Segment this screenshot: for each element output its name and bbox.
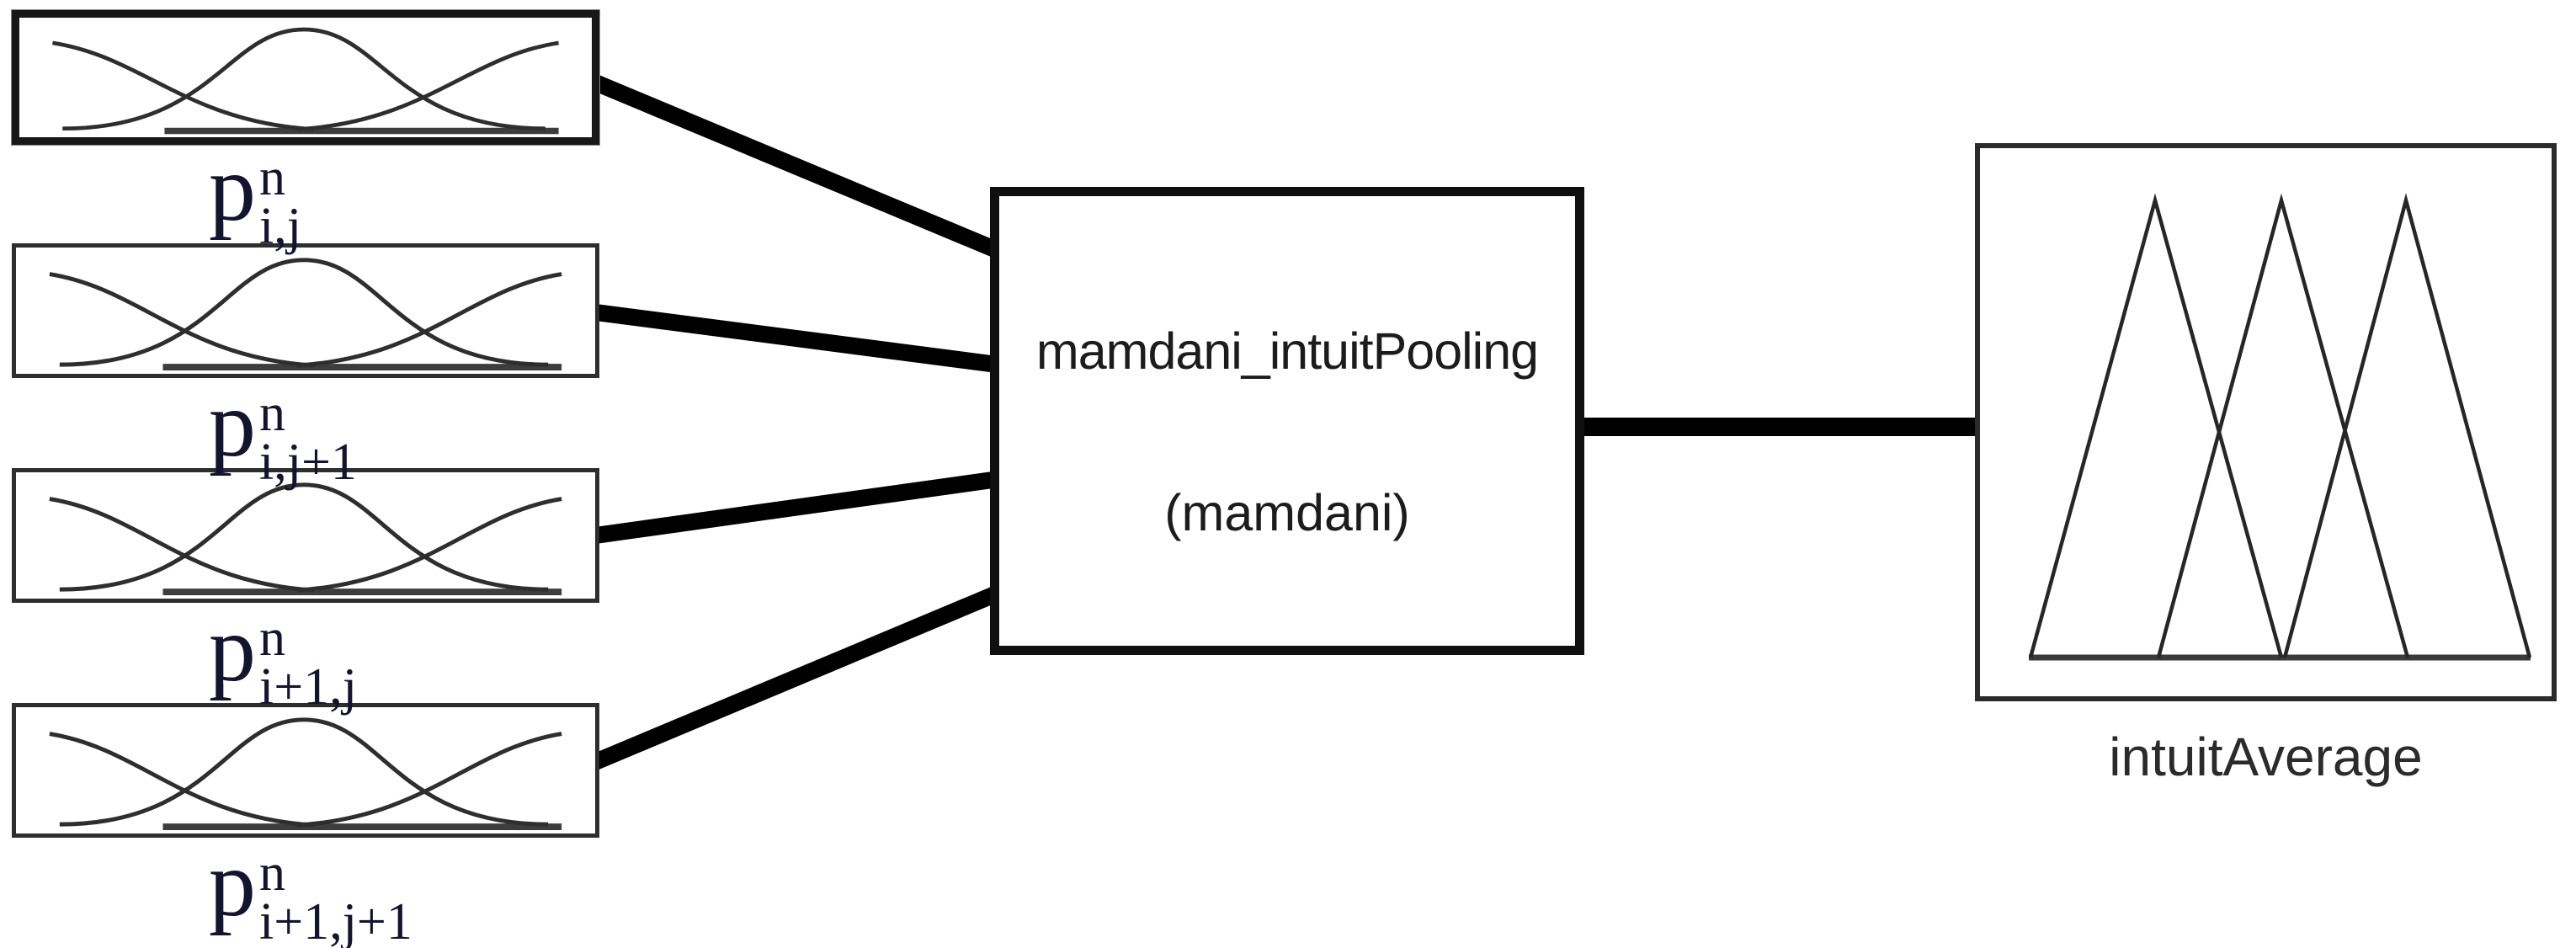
gaussian-mf-plot	[49, 482, 562, 596]
p-superscript: n	[259, 149, 285, 206]
gaussian-mf-plot	[49, 258, 562, 371]
p-base: p	[209, 372, 256, 477]
output-box[interactable]	[1975, 143, 2557, 701]
p-superscript: n	[259, 844, 285, 902]
fis-box[interactable]: mamdani_intuitPooling (mamdani)	[990, 187, 1584, 655]
p-superscript: n	[259, 610, 285, 667]
input-box-2[interactable]	[12, 243, 599, 378]
p-subscript: i,j+1	[259, 434, 357, 491]
wire-input-2	[588, 303, 1025, 376]
fis-name-text: mamdani_intuitPooling	[1035, 322, 1539, 380]
p-base: p	[209, 597, 256, 701]
input-box-1[interactable]	[12, 10, 599, 145]
input-box-4[interactable]	[12, 703, 599, 838]
wire-input-1	[586, 72, 1026, 269]
input-box-3[interactable]	[12, 468, 599, 603]
output-label: intuitAverage	[2109, 727, 2423, 787]
gaussian-mf-plot	[49, 717, 562, 831]
wire-input-4	[586, 574, 1026, 773]
triangular-mf-plot	[2028, 193, 2532, 661]
gaussian-mf-plot	[52, 27, 559, 135]
p-base: p	[209, 136, 256, 241]
wire-input-3	[588, 467, 1025, 545]
p-subscript: i+1,j	[259, 658, 357, 716]
p-base: p	[209, 832, 256, 936]
p-subscript: i,j	[259, 198, 301, 255]
p-subscript: i+1,j+1	[259, 893, 412, 948]
fis-type-text: (mamdani)	[1164, 484, 1410, 541]
p-superscript: n	[259, 385, 285, 442]
